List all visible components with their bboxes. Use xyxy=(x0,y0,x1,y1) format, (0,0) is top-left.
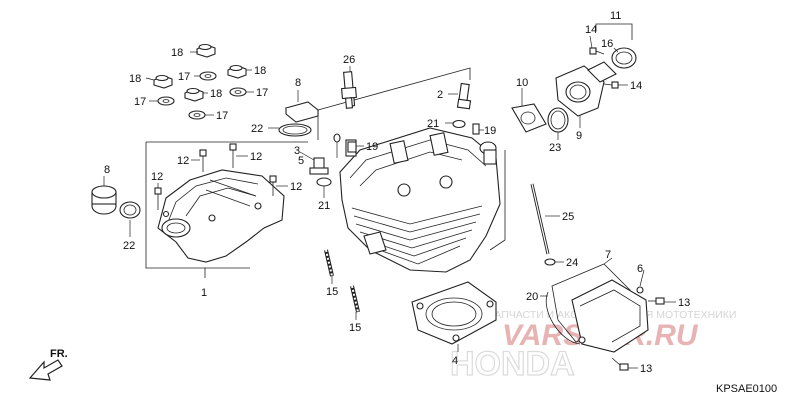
intake-clamp xyxy=(611,47,637,69)
callout-15: 15 xyxy=(349,322,361,334)
callout-12: 12 xyxy=(177,155,189,167)
oil-filler-cap-left xyxy=(91,176,117,215)
callout-8: 8 xyxy=(104,164,110,176)
washer xyxy=(157,96,175,106)
callout-24: 24 xyxy=(566,257,578,269)
callout-6: 6 xyxy=(637,263,643,275)
callout-11: 11 xyxy=(610,10,621,22)
callout-12: 12 xyxy=(151,171,163,183)
callout-23: 23 xyxy=(549,142,561,154)
callout-20: 20 xyxy=(526,291,538,303)
temperature-sensor xyxy=(299,151,329,175)
bolt xyxy=(229,143,248,168)
callout-25: 25 xyxy=(562,211,574,223)
callout-15: 15 xyxy=(326,286,338,298)
callout-2: 2 xyxy=(437,89,443,101)
o-ring-left xyxy=(119,201,141,237)
callout-17: 17 xyxy=(256,87,268,99)
stud xyxy=(350,285,360,320)
intake-o-ring xyxy=(547,107,569,140)
cylinder-head-cover xyxy=(157,169,285,263)
callout-5: 5 xyxy=(298,155,304,167)
front-marker-label: FR. xyxy=(50,348,68,360)
callout-18: 18 xyxy=(171,47,183,59)
washer xyxy=(188,110,206,120)
cylinder-head xyxy=(339,127,501,273)
hardware-cluster xyxy=(145,43,254,120)
callout-16: 16 xyxy=(601,38,613,50)
intake-pipe xyxy=(555,61,617,128)
callout-18: 18 xyxy=(254,65,266,77)
insulator-plate xyxy=(511,88,547,133)
callout-4: 4 xyxy=(452,355,458,367)
group-outline-top xyxy=(317,67,471,111)
stud xyxy=(324,249,334,284)
washer xyxy=(229,87,247,97)
tensioner-seal xyxy=(544,258,564,266)
callout-14: 14 xyxy=(630,80,642,92)
o-ring-top xyxy=(268,123,312,137)
intake-bolt-upper xyxy=(589,35,605,55)
group-bracket-lines xyxy=(145,23,633,278)
oil-filler-cap-top xyxy=(284,90,320,123)
callout-17: 17 xyxy=(216,110,228,122)
dowel-pin xyxy=(347,141,364,153)
tensioner-rod xyxy=(530,183,560,255)
callout-8: 8 xyxy=(295,77,301,89)
sensor-washer xyxy=(316,177,332,198)
callout-21: 21 xyxy=(427,118,439,130)
callout-14: 14 xyxy=(585,24,597,36)
stud-bolt xyxy=(448,82,472,110)
callout-labels: 18 18 17 18 17 18 17 17 8 22 26 2 21 19 … xyxy=(104,10,690,375)
callout-10: 10 xyxy=(516,77,528,89)
side-cover-bolt-lower xyxy=(611,357,638,371)
washer-upper xyxy=(445,119,466,129)
callout-17: 17 xyxy=(134,96,146,108)
side-cover-o-ring xyxy=(540,291,581,345)
washer xyxy=(199,71,217,81)
flange-nut xyxy=(184,87,204,102)
callout-22: 22 xyxy=(251,123,263,135)
intake-bolt-lower xyxy=(603,81,628,89)
callout-22: 22 xyxy=(123,240,135,252)
callout-26: 26 xyxy=(343,54,355,66)
callout-19: 19 xyxy=(366,141,378,153)
side-cover xyxy=(571,269,649,353)
watermark-make: HONDA xyxy=(450,345,575,383)
bracket-11 xyxy=(595,23,633,40)
callout-12: 12 xyxy=(250,151,262,163)
flange-nut xyxy=(196,43,216,58)
spark-plug xyxy=(340,66,358,109)
group-outline-right xyxy=(489,150,506,251)
callout-18: 18 xyxy=(129,73,141,85)
callout-13: 13 xyxy=(678,297,690,309)
callout-7: 7 xyxy=(605,249,611,261)
callout-19: 19 xyxy=(484,125,496,137)
callout-18: 18 xyxy=(210,88,222,100)
callout-1: 1 xyxy=(201,287,207,299)
callout-17: 17 xyxy=(178,71,190,83)
flange-nut xyxy=(227,64,247,79)
callout-12: 12 xyxy=(290,181,302,193)
sensor-seal xyxy=(333,133,341,158)
callout-21: 21 xyxy=(318,200,330,212)
diagram-code: KPSAE0100 xyxy=(716,383,777,395)
callout-13: 13 xyxy=(640,363,652,375)
callout-9: 9 xyxy=(576,130,582,142)
dowel-pin xyxy=(472,123,484,135)
side-cover-bolt-upper xyxy=(648,297,676,305)
front-direction-marker: FR. xyxy=(28,348,68,381)
flange-nut xyxy=(153,74,173,89)
bolt xyxy=(269,175,288,196)
head-cover-bracket xyxy=(145,142,206,278)
bolt xyxy=(154,183,162,210)
head-gasket xyxy=(411,281,497,352)
callout-3: 3 xyxy=(294,145,300,157)
bolt xyxy=(191,149,207,172)
